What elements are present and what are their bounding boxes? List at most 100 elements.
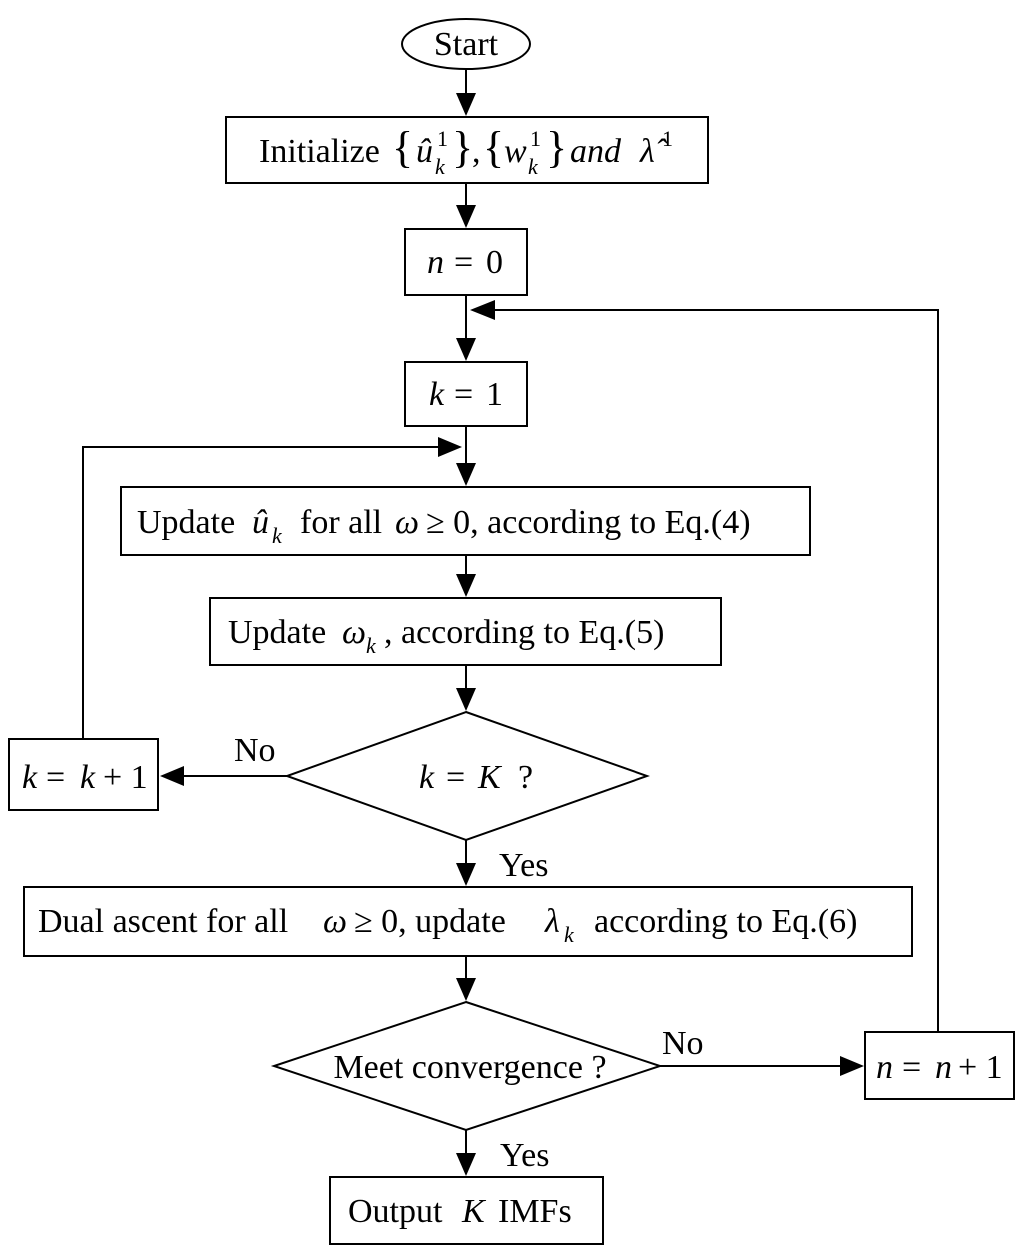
update-u-sub: k <box>272 523 283 548</box>
arrow-kinc-loop <box>438 437 462 457</box>
k1-node: k = 1 <box>404 361 528 427</box>
update-w-pre: Update <box>228 614 326 651</box>
n0-node: n = 0 <box>404 228 528 296</box>
n-inc-node: n = n + 1 <box>864 1031 1015 1100</box>
check-k-diamond <box>284 710 650 842</box>
check-k-no-label: No <box>234 732 276 769</box>
check-k-K: K <box>477 759 503 796</box>
arrow-checkk-kinc <box>160 766 184 786</box>
check-k-label: k = K ? <box>419 759 533 796</box>
init-brace-open-1: { <box>392 123 413 172</box>
k-inc-k2: k <box>80 759 96 796</box>
arrow-k1-updateu <box>456 463 476 486</box>
init-brace-close-1: } <box>452 123 473 172</box>
dual-lambda: λ <box>544 903 560 940</box>
init-box <box>225 116 709 184</box>
dual-pre: Dual ascent for all <box>38 903 288 940</box>
output-K: K <box>461 1193 487 1230</box>
init-comma: , <box>472 133 481 170</box>
update-u-symbol: û <box>252 504 269 541</box>
n0-val: 0 <box>486 244 503 281</box>
edge-kinc-loop <box>82 446 440 738</box>
output-post: IMFs <box>498 1193 572 1230</box>
converge-yes-label: Yes <box>500 1137 549 1174</box>
arrow-dual-converge <box>456 978 476 1001</box>
converge-diamond <box>270 1000 664 1132</box>
arrow-converge-ninc <box>840 1056 864 1076</box>
init-w-sup: 1 <box>530 126 541 151</box>
n0-box <box>404 228 528 296</box>
update-u-node: Update û k for all ω ≥ 0, according to E… <box>120 486 811 556</box>
n0-var: n <box>427 244 444 281</box>
update-w-omega: ω <box>342 614 366 651</box>
init-prefix: Initialize <box>259 133 380 170</box>
check-k-q: ? <box>518 759 533 796</box>
k1-box <box>404 361 528 427</box>
dual-sub: k <box>564 922 575 947</box>
update-u-pre: Update <box>137 504 235 541</box>
dual-label: Dual ascent for all ω ≥ 0, update λ k ac… <box>38 903 857 950</box>
check-k-node: k = K ? <box>284 710 650 842</box>
start-label: Start <box>434 26 499 63</box>
output-node: Output K IMFs <box>329 1176 604 1245</box>
k-inc-k: k <box>22 759 38 796</box>
n-inc-label: n = n + 1 <box>876 1049 1003 1086</box>
init-lambda-sup: 1 <box>662 126 673 151</box>
n-inc-n2: n <box>935 1049 952 1086</box>
arrow-start-init <box>456 93 476 116</box>
dual-omega: ω <box>323 903 347 940</box>
init-and: and <box>570 133 622 170</box>
init-u-sup: 1 <box>437 126 448 151</box>
init-brace-close-2: } <box>546 123 567 172</box>
n-inc-box <box>864 1031 1015 1100</box>
arrow-ninc-loop <box>470 300 495 320</box>
check-k-eq: = <box>446 759 465 796</box>
n-inc-plus: + 1 <box>958 1049 1003 1086</box>
n-inc-n: n <box>876 1049 893 1086</box>
arrow-init-n0 <box>456 205 476 228</box>
update-u-label: Update û k for all ω ≥ 0, according to E… <box>137 504 751 551</box>
init-w-sub: k <box>528 154 539 179</box>
update-w-label: Update ω k , according to Eq.(5) <box>228 614 664 661</box>
output-pre: Output <box>348 1193 443 1230</box>
k1-var: k <box>429 376 445 413</box>
update-u-mid: for all <box>300 504 382 541</box>
k1-val: 1 <box>486 376 503 413</box>
n-inc-eq: = <box>902 1049 921 1086</box>
dual-post: according to Eq.(6) <box>594 903 857 940</box>
init-u-sub: k <box>435 154 446 179</box>
init-label: Initialize { û 1 k } , { w 1 k } and λ̂ … <box>259 117 673 182</box>
k-inc-plus: + 1 <box>103 759 148 796</box>
n0-label: n = 0 <box>427 244 503 281</box>
arrow-converge-output <box>456 1153 476 1176</box>
update-w-node: Update ω k , according to Eq.(5) <box>209 597 722 666</box>
k1-label: k = 1 <box>429 376 503 413</box>
k1-eq: = <box>454 376 473 413</box>
edge-ninc-loop <box>493 309 939 1031</box>
k-inc-node: k = k + 1 <box>8 738 159 811</box>
dual-mid: ≥ 0, update <box>354 903 506 940</box>
update-u-box <box>120 486 811 556</box>
k-inc-box <box>8 738 159 811</box>
update-w-sub: k <box>366 633 377 658</box>
update-w-post: , according to Eq.(5) <box>384 614 664 651</box>
converge-label: Meet convergence ? <box>333 1049 606 1086</box>
arrow-updatew-checkk <box>456 688 476 711</box>
k-inc-eq: = <box>46 759 65 796</box>
n0-eq: = <box>454 244 473 281</box>
update-u-cond: ≥ 0, according to Eq.(4) <box>426 504 751 541</box>
check-k-yes-label: Yes <box>499 847 548 884</box>
start-node: Start <box>401 18 531 70</box>
output-box <box>329 1176 604 1245</box>
init-u-symbol: û <box>416 133 433 170</box>
connectors <box>82 69 939 1176</box>
start-ellipse <box>401 18 531 70</box>
init-w-symbol: w <box>504 133 527 170</box>
update-u-omega: ω <box>395 504 419 541</box>
output-label: Output K IMFs <box>348 1193 572 1230</box>
k-inc-label: k = k + 1 <box>22 759 148 796</box>
arrow-updateu-updatew <box>456 574 476 597</box>
dual-node: Dual ascent for all ω ≥ 0, update λ k ac… <box>23 886 913 957</box>
arrow-n0-k1 <box>456 338 476 361</box>
